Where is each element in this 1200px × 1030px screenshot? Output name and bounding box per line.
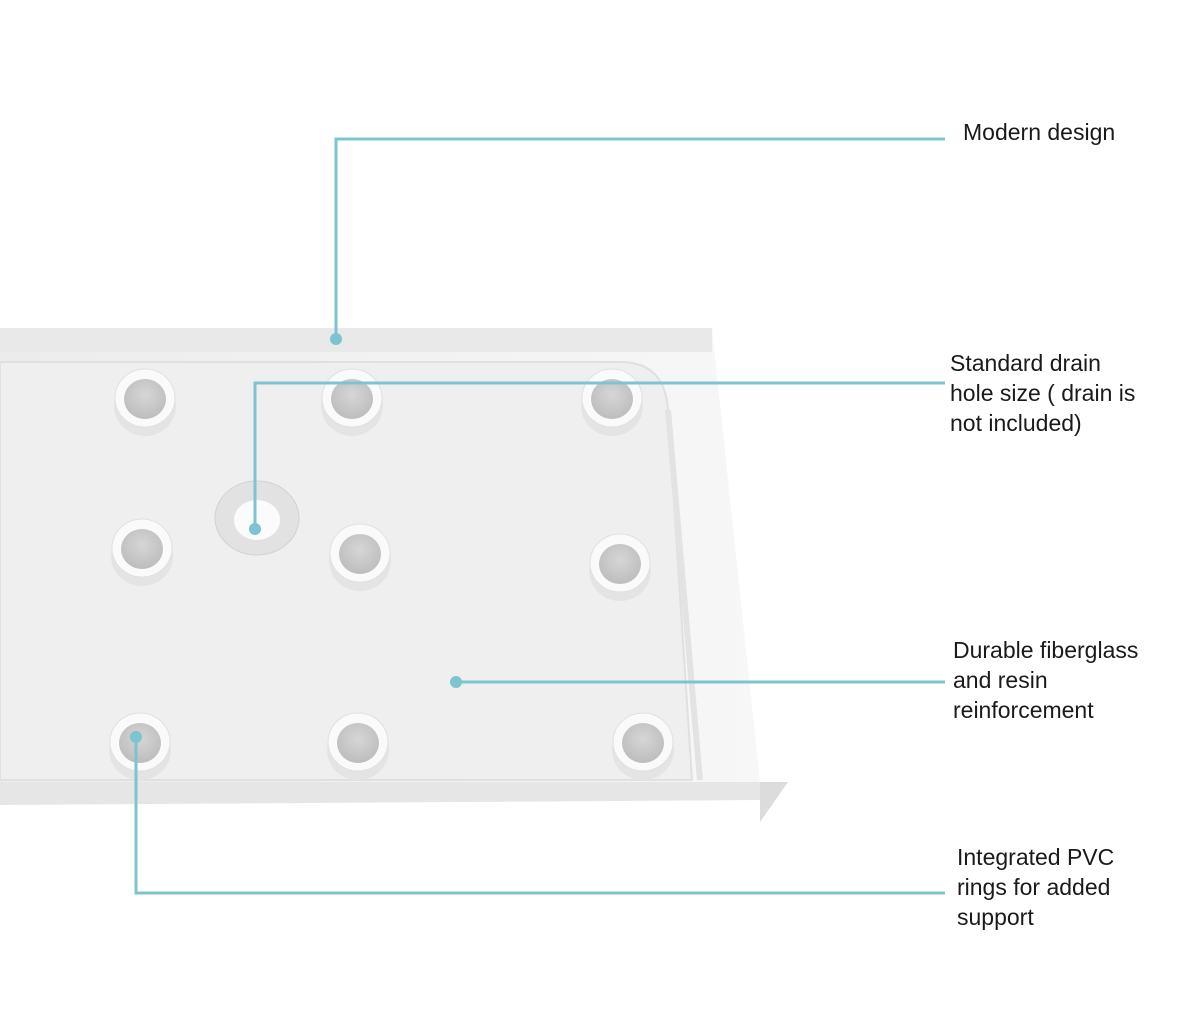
callout-drain-hole: Standard drain hole size ( drain is not …	[950, 348, 1135, 438]
callout-line: and resin	[953, 667, 1048, 693]
callout-modern-design: Modern design	[963, 117, 1115, 147]
pvc-ring	[321, 368, 383, 436]
dot-modern-design	[330, 333, 342, 345]
callout-fiberglass: Durable fiberglass and resin reinforceme…	[953, 635, 1138, 725]
pvc-ring	[329, 523, 391, 591]
callout-line: support	[957, 904, 1034, 930]
callout-pvc-rings: Integrated PVC rings for added support	[957, 842, 1114, 932]
pvc-ring	[114, 368, 176, 436]
callout-line: hole size ( drain is	[950, 380, 1136, 406]
dot-pvc-rings	[130, 731, 142, 743]
callout-line: Standard drain	[950, 350, 1101, 376]
leader-lines	[134, 137, 945, 895]
pvc-ring	[612, 712, 674, 780]
pvc-ring	[111, 518, 173, 586]
leader-drain-hole	[253, 381, 945, 528]
tray-top-lip	[0, 328, 712, 352]
callout-line: reinforcement	[953, 697, 1094, 723]
callout-line: Modern design	[963, 119, 1116, 145]
leader-modern-design	[334, 137, 945, 339]
pvc-ring	[581, 368, 643, 436]
dot-drain-hole	[249, 523, 261, 535]
callout-line: rings for added	[957, 874, 1111, 900]
leader-pvc-rings	[134, 737, 945, 895]
pvc-ring	[109, 712, 171, 780]
callout-line: Integrated PVC	[957, 844, 1115, 870]
callout-line: Durable fiberglass	[953, 637, 1139, 663]
tray-front-edge	[0, 782, 788, 805]
drain-hole	[214, 480, 300, 556]
pvc-ring	[327, 712, 389, 780]
callout-line: not included)	[950, 410, 1082, 436]
pvc-ring	[589, 533, 651, 601]
dot-fiberglass	[450, 676, 462, 688]
